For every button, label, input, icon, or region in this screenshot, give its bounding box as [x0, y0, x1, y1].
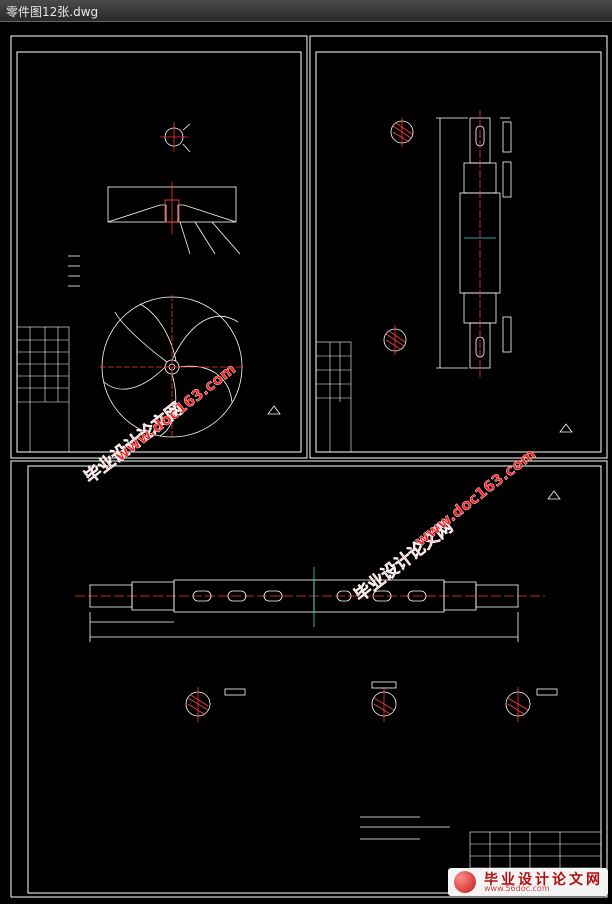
vertical-shaft-drawing — [383, 110, 573, 433]
sheet-top-left-outer — [10, 35, 308, 459]
impeller-drawing — [68, 122, 281, 439]
sheet-bottom-outer — [10, 460, 608, 898]
title-block-top-left — [16, 326, 70, 453]
sheet-bottom-inner — [27, 465, 602, 894]
window-titlebar: 零件图12张.dwg — [0, 0, 612, 22]
sheet-top-right-inner — [315, 51, 602, 453]
watermark-url-1: www.doc163.com — [111, 360, 239, 465]
drawing-canvas[interactable]: 毕业设计论文网 www.doc163.com 毕业设计论文网 www.doc16… — [0, 22, 612, 900]
logo-text: 毕业设计论文网 — [484, 872, 603, 888]
horizontal-shaft-drawing — [75, 490, 561, 840]
site-logo: 毕业设计论文网 www.56doc.com — [448, 868, 608, 896]
window-title: 零件图12张.dwg — [6, 5, 99, 19]
sheet-top-right-outer — [309, 35, 608, 459]
sheet-frames — [10, 35, 608, 898]
title-block-top-right — [315, 341, 352, 453]
sheet-top-left-inner — [16, 51, 302, 453]
logo-globe-icon — [454, 871, 476, 893]
logo-url: www.56doc.com — [484, 884, 550, 893]
